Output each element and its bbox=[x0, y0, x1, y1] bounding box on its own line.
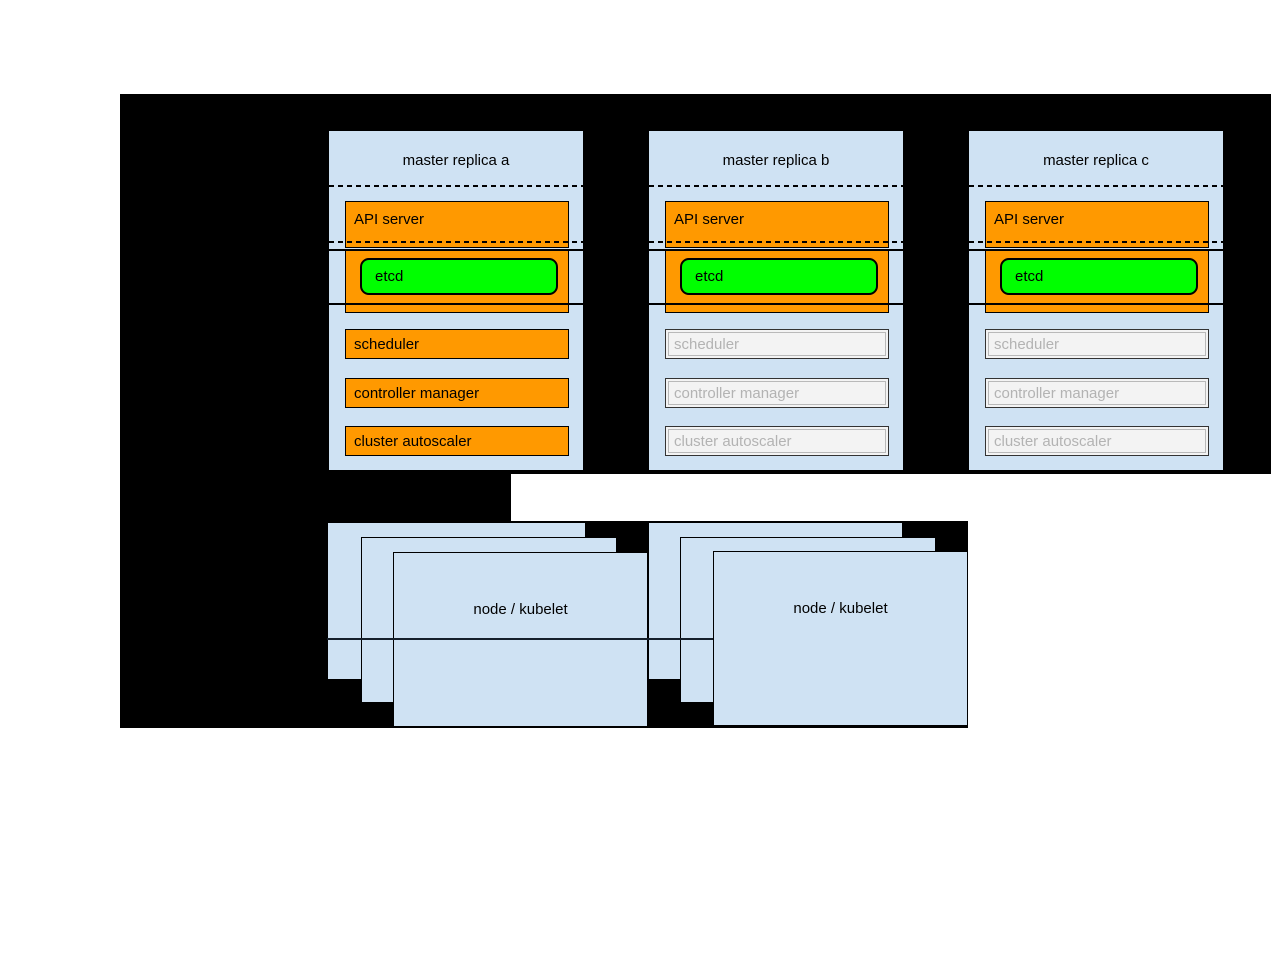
node-divider-line bbox=[648, 638, 714, 640]
api-server-label: API server bbox=[354, 211, 425, 228]
dashed-divider bbox=[649, 241, 903, 243]
master-replica-b-box: master replica b API server etcd schedul… bbox=[648, 130, 904, 471]
node-kubelet-label: node / kubelet bbox=[793, 600, 888, 617]
dashed-divider bbox=[969, 241, 1223, 243]
cluster-autoscaler-label: cluster autoscaler bbox=[354, 432, 472, 450]
master-title: master replica a bbox=[402, 152, 510, 169]
etcd-box: etcd bbox=[360, 258, 558, 295]
cluster-autoscaler-box: cluster autoscaler bbox=[665, 426, 889, 456]
master-replica-a-box: master replica a API server etcd schedul… bbox=[328, 130, 584, 471]
etcd-label: etcd bbox=[1015, 268, 1044, 285]
solid-divider bbox=[969, 249, 1223, 251]
scheduler-box: scheduler bbox=[665, 329, 889, 359]
scheduler-box: scheduler bbox=[985, 329, 1209, 359]
solid-divider bbox=[649, 249, 903, 251]
controller-manager-box: controller manager bbox=[345, 378, 569, 408]
scheduler-label: scheduler bbox=[994, 335, 1060, 353]
controller-manager-box: controller manager bbox=[665, 378, 889, 408]
scheduler-box: scheduler bbox=[345, 329, 569, 359]
solid-divider bbox=[329, 249, 583, 251]
api-server-box: API server bbox=[985, 201, 1209, 248]
master-title: master replica c bbox=[1043, 152, 1149, 169]
solid-divider bbox=[969, 303, 1223, 305]
cluster-autoscaler-box: cluster autoscaler bbox=[985, 426, 1209, 456]
api-server-box: API server bbox=[345, 201, 569, 248]
etcd-container-box: etcd bbox=[665, 250, 889, 313]
node-kubelet-label: node / kubelet bbox=[473, 601, 568, 618]
node-divider-line bbox=[327, 638, 649, 640]
controller-manager-label: controller manager bbox=[674, 384, 800, 402]
cluster-autoscaler-label: cluster autoscaler bbox=[674, 432, 792, 450]
etcd-container-box: etcd bbox=[345, 250, 569, 313]
dashed-divider bbox=[649, 185, 903, 187]
dashed-divider bbox=[969, 185, 1223, 187]
master-title: master replica b bbox=[722, 152, 830, 169]
solid-divider bbox=[329, 303, 583, 305]
api-server-label: API server bbox=[994, 211, 1065, 228]
controller-manager-box: controller manager bbox=[985, 378, 1209, 408]
dashed-divider bbox=[329, 241, 583, 243]
solid-divider bbox=[649, 303, 903, 305]
etcd-box: etcd bbox=[1000, 258, 1198, 295]
scheduler-label: scheduler bbox=[674, 335, 740, 353]
scheduler-label: scheduler bbox=[354, 335, 420, 353]
controller-manager-label: controller manager bbox=[354, 384, 480, 402]
node-box-front: node / kubelet bbox=[713, 551, 968, 726]
etcd-label: etcd bbox=[375, 268, 404, 285]
api-server-box: API server bbox=[665, 201, 889, 248]
controller-manager-label: controller manager bbox=[994, 384, 1120, 402]
api-server-label: API server bbox=[674, 211, 745, 228]
cluster-autoscaler-box: cluster autoscaler bbox=[345, 426, 569, 456]
dashed-divider bbox=[329, 185, 583, 187]
cluster-autoscaler-label: cluster autoscaler bbox=[994, 432, 1112, 450]
master-replica-c-box: master replica c API server etcd schedul… bbox=[968, 130, 1224, 471]
etcd-container-box: etcd bbox=[985, 250, 1209, 313]
etcd-label: etcd bbox=[695, 268, 724, 285]
etcd-box: etcd bbox=[680, 258, 878, 295]
